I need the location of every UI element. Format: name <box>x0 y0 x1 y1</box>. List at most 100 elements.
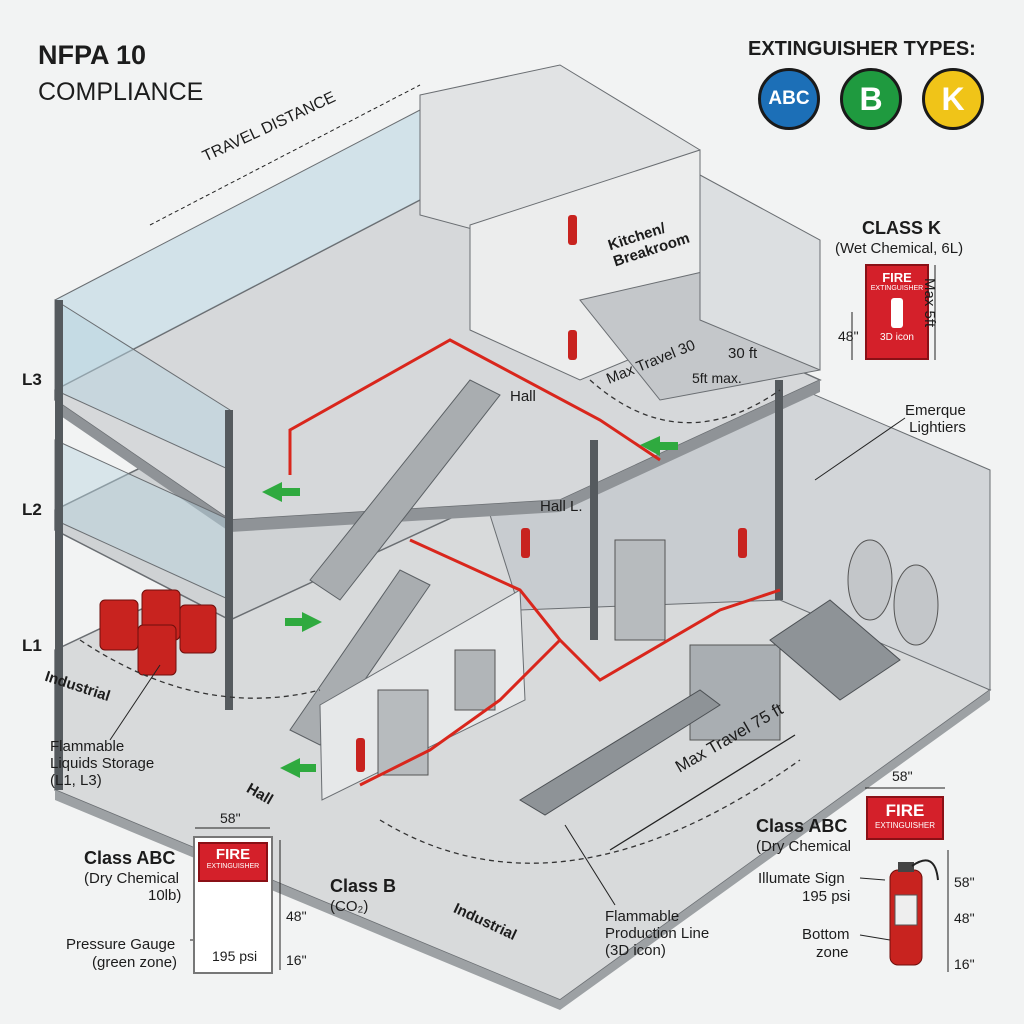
fire-extinguisher-icon <box>356 738 365 772</box>
level-three-front-edge <box>55 380 820 532</box>
evacuation-route-line <box>409 538 781 682</box>
abc-right-sign-sub: EXTINGUISHER <box>874 821 935 830</box>
class-k-subtitle: (Wet Chemical, 6L) <box>835 240 964 257</box>
class-k-badge: K <box>922 68 984 130</box>
level-label-l2: L2 <box>22 500 42 519</box>
flammable-production-label: Flammable Production Line (3D icon) <box>605 908 709 959</box>
abc-right-fire-sign: FIRE EXTINGUISHER <box>866 796 944 840</box>
flammable-storage-line3: (L1, L3) <box>50 772 102 789</box>
distance-5ft-max-label: 5ft max. <box>692 370 742 386</box>
abc-left-fire-sign: FIRE EXTINGUISHER <box>198 842 268 882</box>
callout-leader <box>859 877 886 881</box>
kitchen-side-wall <box>699 174 821 371</box>
distance-30ft-label: 30 ft <box>728 345 758 362</box>
abc-right-h48: 48" <box>954 910 975 926</box>
storage-tank <box>893 564 939 646</box>
column <box>775 380 783 600</box>
bottom-zone-sublabel: zone <box>816 944 849 961</box>
fire-extinguisher-icon <box>568 215 577 245</box>
evacuation-route-line <box>359 638 562 787</box>
class-abc-badge: ABC <box>758 68 820 130</box>
class-k-title: CLASS K <box>862 218 942 238</box>
page-subtitle: COMPLIANCE <box>38 78 204 106</box>
class-b-sublabel: (CO₂) <box>330 898 369 915</box>
abc-right-width: 58" <box>892 768 913 784</box>
abc-left-width: 58" <box>220 810 241 826</box>
coverage-radius-arc <box>589 379 781 424</box>
flammable-drums-icon <box>99 589 217 676</box>
abc-left-title: Class ABC <box>84 848 176 868</box>
class-k-sign-title: FIRE <box>882 270 912 285</box>
abc-right-title: Class ABC <box>756 816 848 836</box>
class-b-badge-label: B <box>859 80 883 117</box>
boiler-unit <box>454 649 496 711</box>
fire-extinguisher-icon <box>738 528 747 558</box>
electrical-panel <box>377 689 429 776</box>
pressure-gauge-label: Pressure Gauge <box>66 936 176 953</box>
flammable-storage-label: Flammable Liquids Storage (L1, L3) <box>50 738 154 789</box>
class-k-fire-sign: FIRE EXTINGUISHER 3D icon <box>865 264 929 360</box>
bottom-zone-label: Bottom <box>802 926 850 943</box>
fire-extinguisher-icon <box>521 528 530 558</box>
fire-extinguisher-icon <box>891 298 903 328</box>
abc-left-psi: 195 psi <box>212 948 258 964</box>
conveyor-belt <box>519 689 721 816</box>
class-k-sign-sub: EXTINGUISHER <box>870 285 924 292</box>
flammable-production-line3: (3D icon) <box>605 942 666 959</box>
illumate-sign-label: Illumate Sign <box>758 870 845 887</box>
hall-label-upper: Hall <box>510 388 536 405</box>
class-k-sign-icon-label: 3D icon <box>880 332 914 343</box>
column <box>590 440 598 640</box>
flammable-production-line1: Flammable <box>605 908 680 925</box>
class-b-badge: B <box>840 68 902 130</box>
abc-right-h58: 58" <box>954 874 975 890</box>
coverage-radius-arc <box>379 759 801 864</box>
hall-label-mid: Hall L. <box>540 498 583 515</box>
exit-arrow-icon <box>285 612 322 632</box>
flammable-storage-line2: Liquids Storage <box>50 755 155 772</box>
pressure-gauge-sublabel: (green zone) <box>92 954 178 971</box>
abc-left-h16: 16" <box>286 952 307 968</box>
production-machine <box>689 644 781 741</box>
illumate-sign-psi: 195 psi <box>802 888 851 905</box>
page-title: NFPA 10 <box>38 40 147 70</box>
abc-right-sub: (Dry Chemical <box>756 838 852 855</box>
callout-leader <box>859 934 891 941</box>
exit-arrow-icon <box>280 758 316 778</box>
travel-distance-dimension <box>149 84 421 226</box>
evacuation-route-line <box>288 338 661 475</box>
abc-right-h16: 16" <box>954 956 975 972</box>
column <box>55 300 63 790</box>
level-label-l3: L3 <box>22 370 42 389</box>
emergency-lights-line1: Emerque <box>905 402 966 419</box>
class-k-height: 48" <box>838 328 859 344</box>
abc-left-h48: 48" <box>286 908 307 924</box>
abc-left-sign-title: FIRE <box>215 846 251 863</box>
abc-right-sign-title: FIRE <box>885 801 925 820</box>
flammable-storage-line1: Flammable <box>50 738 125 755</box>
max-travel-dimension <box>609 734 796 851</box>
abc-left-sign-sub: EXTINGUISHER <box>206 863 260 870</box>
callout-leader <box>814 417 906 481</box>
fire-extinguisher-icon <box>568 330 577 360</box>
staircase-upper <box>309 379 501 601</box>
class-k-badge-label: K <box>941 80 965 117</box>
abc-left-sub1: (Dry Chemical <box>84 870 180 887</box>
level-label-l1: L1 <box>22 636 42 655</box>
class-abc-badge-label: ABC <box>768 88 810 109</box>
callout-leader <box>564 824 616 906</box>
storage-tank <box>847 539 893 621</box>
exit-arrow-icon <box>262 482 300 502</box>
extinguisher-types-heading: EXTINGUISHER TYPES: <box>748 38 976 60</box>
exit-arrow-icon <box>640 436 678 456</box>
flammable-production-line2: Production Line <box>605 925 710 942</box>
staircase-lower <box>289 569 431 746</box>
emergency-lights-line2: Lightiers <box>909 419 966 436</box>
class-b-label: Class B <box>330 876 397 896</box>
fire-extinguisher-large-icon <box>889 859 939 966</box>
electrical-panel <box>614 539 666 641</box>
column <box>225 410 233 710</box>
